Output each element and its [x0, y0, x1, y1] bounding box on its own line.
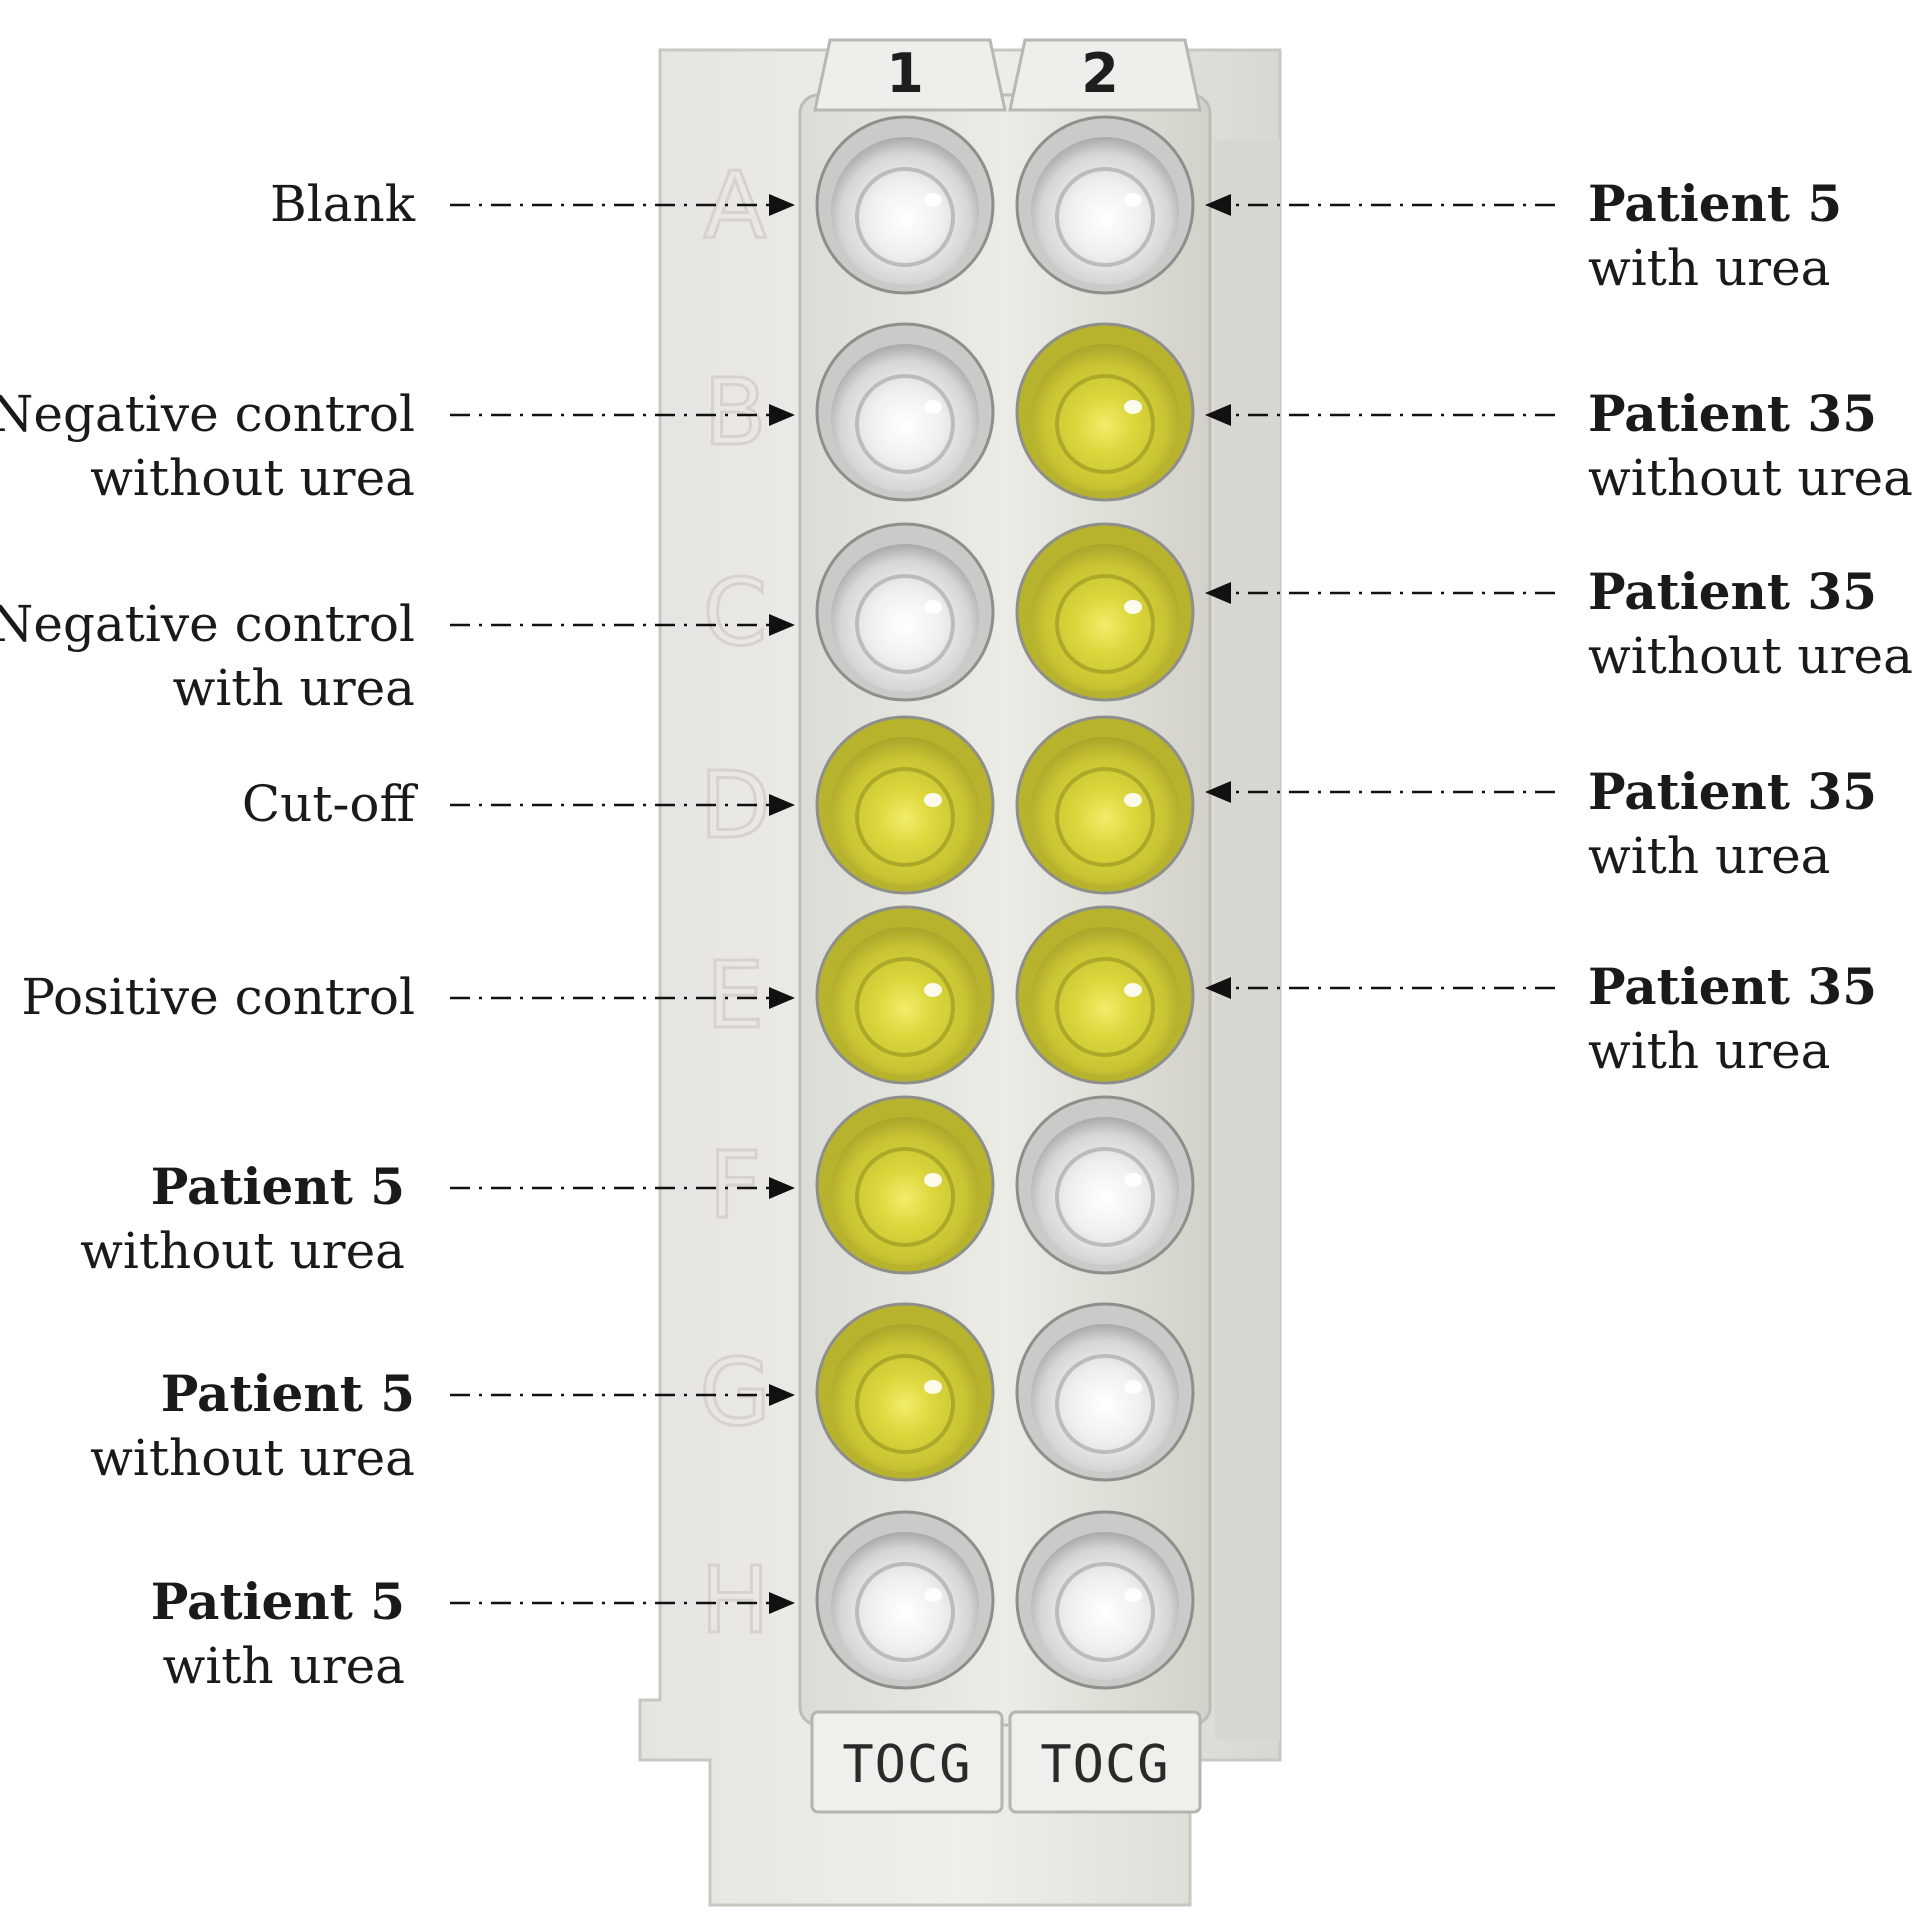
label-bold-line: Patient 35 — [1588, 384, 1877, 443]
label-line: without urea — [1588, 449, 1913, 507]
tab-column-1 — [813, 38, 1007, 112]
label-line: without urea — [80, 1222, 405, 1280]
label-bold-line: Patient 35 — [1588, 762, 1877, 821]
row-letter-c: C — [703, 559, 767, 666]
left-label-6: Patient 5 without urea — [80, 1155, 405, 1283]
well-f1 — [815, 1095, 995, 1275]
label-line: without urea — [1588, 627, 1913, 685]
bottom-label-1: TOCG — [842, 1735, 971, 1795]
row-letter-f: F — [709, 1132, 762, 1239]
well-a2 — [1015, 115, 1195, 295]
right-arrow-4 — [1205, 781, 1555, 803]
bottom-label-2: TOCG — [1040, 1735, 1169, 1795]
left-arrow-6 — [450, 1177, 795, 1199]
row-letter-g: G — [699, 1339, 770, 1446]
well-e1 — [815, 905, 995, 1085]
right-arrow-1 — [1205, 194, 1555, 216]
well-g2 — [1015, 1302, 1195, 1482]
bottom-tab-2 — [1008, 1710, 1202, 1814]
left-label-5: Positive control — [21, 965, 415, 1029]
label-line: without urea — [90, 1429, 415, 1487]
well-h2 — [1015, 1510, 1195, 1690]
right-label-2: Patient 35 without urea — [1588, 382, 1913, 510]
right-arrow-3 — [1205, 582, 1555, 604]
well-g1 — [815, 1302, 995, 1482]
label-bold-line: Patient 5 — [150, 1572, 405, 1631]
label-line: Cut-off — [241, 775, 415, 833]
well-a1 — [815, 115, 995, 295]
right-arrow-2 — [1205, 404, 1555, 426]
left-label-1: Blank — [270, 172, 415, 236]
label-line: with urea — [1588, 239, 1831, 297]
left-arrow-3 — [450, 614, 795, 636]
well-d1 — [815, 715, 995, 895]
well-c2 — [1015, 522, 1195, 702]
row-letter-h: H — [700, 1547, 769, 1654]
left-label-7: Patient 5 without urea — [90, 1362, 415, 1490]
well-d2 — [1015, 715, 1195, 895]
left-arrow-5 — [450, 987, 795, 1009]
right-arrow-5 — [1205, 977, 1555, 999]
right-label-1: Patient 5 with urea — [1588, 172, 1842, 300]
well-c1 — [815, 522, 995, 702]
left-arrow-8 — [450, 1592, 795, 1614]
well-e2 — [1015, 905, 1195, 1085]
label-bold-line: Patient 5 — [1588, 174, 1843, 233]
label-bold-line: Patient 5 — [160, 1364, 415, 1423]
right-label-5: Patient 35 with urea — [1588, 955, 1877, 1083]
well-h1 — [815, 1510, 995, 1690]
left-label-2: Negative control without urea — [0, 382, 415, 510]
left-label-3: Negative control with urea — [0, 592, 415, 720]
label-line: Positive control — [21, 968, 415, 1026]
right-label-4: Patient 35 with urea — [1588, 760, 1877, 888]
left-arrow-2 — [450, 404, 795, 426]
left-arrow-4 — [450, 794, 795, 816]
label-line: without urea — [90, 449, 415, 507]
row-letter-b: B — [703, 359, 766, 466]
left-label-8: Patient 5 with urea — [151, 1570, 405, 1698]
label-line: Blank — [269, 175, 415, 233]
left-label-4: Cut-off — [242, 772, 415, 836]
label-line: with urea — [172, 659, 415, 717]
label-bold-line: Patient 5 — [150, 1157, 405, 1216]
label-line: with urea — [1588, 827, 1831, 885]
left-arrow-1 — [450, 194, 795, 216]
plate-side — [1215, 140, 1280, 1740]
right-label-3: Patient 35 without urea — [1588, 560, 1913, 688]
bottom-tab-1 — [810, 1710, 1004, 1814]
label-bold-line: Patient 35 — [1588, 957, 1877, 1016]
label-line: with urea — [1588, 1022, 1831, 1080]
column-label-1: 1 — [886, 42, 924, 105]
well-f2 — [1015, 1095, 1195, 1275]
column-label-2: 2 — [1081, 42, 1119, 105]
label-line: with urea — [162, 1637, 405, 1695]
label-line: Negative control — [0, 595, 415, 653]
well-b2 — [1015, 322, 1195, 502]
label-bold-line: Patient 35 — [1588, 562, 1877, 621]
row-letter-e: E — [706, 942, 764, 1049]
well-b1 — [815, 322, 995, 502]
tab-column-2 — [1008, 38, 1202, 112]
left-arrow-7 — [450, 1384, 795, 1406]
label-line: Negative control — [0, 385, 415, 443]
